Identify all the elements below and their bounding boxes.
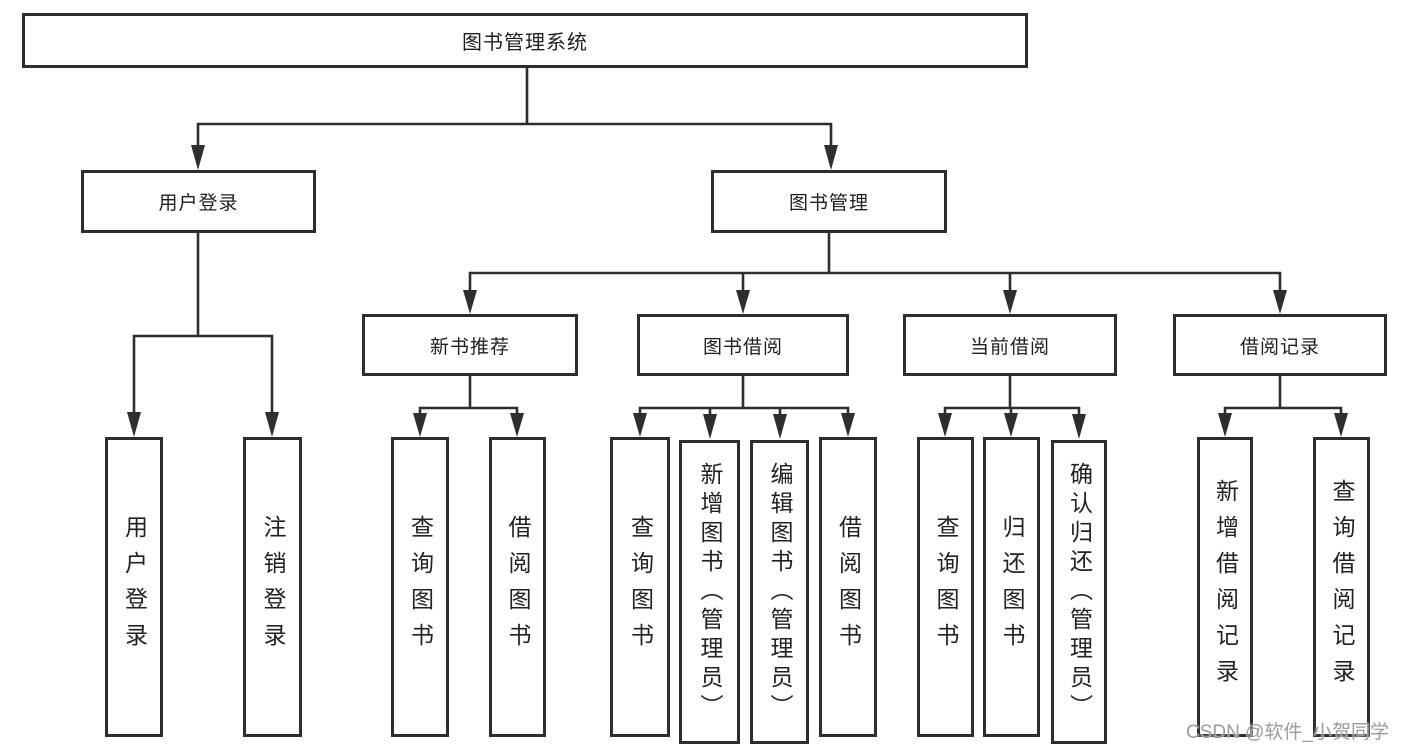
leaf-label: 查询图书 xyxy=(933,515,959,659)
leaf-return-books: 归还图书 xyxy=(983,437,1040,737)
csdn-watermark: CSDN @软件_小贺同学 xyxy=(1186,722,1389,743)
node-label: 新书推荐 xyxy=(429,336,510,358)
leaf-label: 用户登录 xyxy=(121,515,148,659)
node-label: 图书管理 xyxy=(788,193,869,214)
leaf-borrow-books-recommend: 借阅图书 xyxy=(489,437,546,737)
leaf-confirm-return-admin: 确认归还（管理员） xyxy=(1051,440,1107,744)
edge-borrowing-records-to-leaves xyxy=(1223,376,1343,418)
leaf-add-book-admin: 新增图书（管理员） xyxy=(679,440,740,744)
edge-new-book-recommend-to-leaves xyxy=(418,376,519,418)
leaf-query-books-borrowing: 查询图书 xyxy=(610,437,670,737)
leaf-logout: 注销登录 xyxy=(243,437,302,737)
node-label: 图书管理系统 xyxy=(462,32,588,54)
leaf-edit-book-admin: 编辑图书（管理员） xyxy=(750,440,809,744)
edge-root-to-level1 xyxy=(196,68,833,150)
leaf-label: 注销登录 xyxy=(260,515,286,659)
leaf-query-books-recommend: 查询图书 xyxy=(391,437,449,737)
leaf-user-login: 用户登录 xyxy=(105,437,163,737)
leaf-label: 新增借阅记录 xyxy=(1212,479,1239,695)
leaf-label: 借阅图书 xyxy=(835,515,862,659)
leaf-label: 查询图书 xyxy=(627,515,654,659)
node-label: 图书借阅 xyxy=(702,336,783,358)
leaf-label: 编辑图书（管理员） xyxy=(767,461,793,723)
edge-book-management-to-level2 xyxy=(468,233,1282,294)
leaf-label: 确认归还（管理员） xyxy=(1066,461,1093,723)
leaf-label: 新增图书（管理员） xyxy=(697,461,723,723)
node-book-borrowing: 图书借阅 xyxy=(637,314,849,376)
node-user-login: 用户登录 xyxy=(81,170,316,233)
edge-user-login-to-leaves xyxy=(132,233,274,416)
edge-current-borrowing-to-leaves xyxy=(943,376,1081,418)
node-root-library-management-system: 图书管理系统 xyxy=(22,13,1028,68)
arrowheads xyxy=(127,145,1348,439)
node-label: 借阅记录 xyxy=(1239,336,1320,358)
node-current-borrowing: 当前借阅 xyxy=(903,314,1117,376)
leaf-query-borrow-record: 查询借阅记录 xyxy=(1313,437,1370,737)
leaf-label: 查询图书 xyxy=(407,515,434,659)
leaf-label: 查询借阅记录 xyxy=(1329,479,1355,695)
node-borrowing-records: 借阅记录 xyxy=(1173,314,1387,376)
leaf-query-books-current: 查询图书 xyxy=(917,437,974,737)
node-label: 用户登录 xyxy=(158,193,239,214)
leaf-label: 借阅图书 xyxy=(505,515,531,659)
leaf-add-borrow-record: 新增借阅记录 xyxy=(1197,437,1253,737)
node-book-management: 图书管理 xyxy=(711,170,947,233)
node-new-book-recommend: 新书推荐 xyxy=(362,314,578,376)
leaf-label: 归还图书 xyxy=(999,515,1025,659)
leaf-borrow-books-borrowing: 借阅图书 xyxy=(819,437,877,737)
node-label: 当前借阅 xyxy=(969,336,1050,358)
edge-book-borrowing-to-leaves xyxy=(638,376,850,418)
